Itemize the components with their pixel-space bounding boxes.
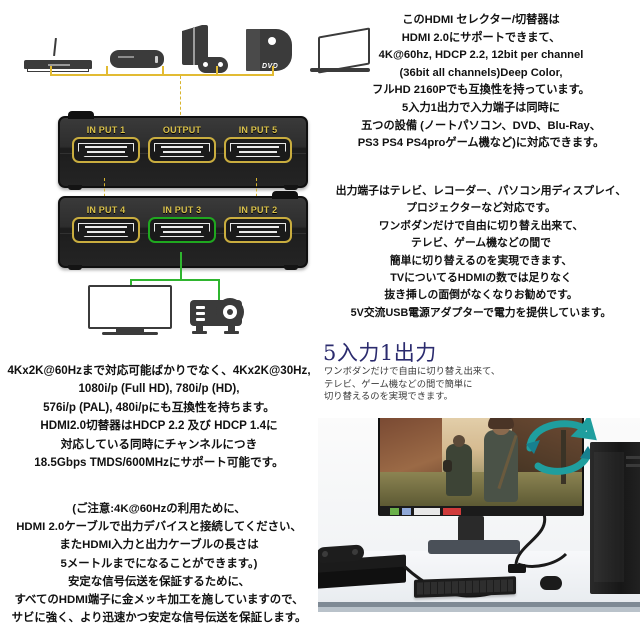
port-output[interactable]: OUTPUT (147, 125, 217, 163)
text-line: 4Kx2K@60Hzまで対応可能ばかりでなく、4Kx2K@30Hz, (7, 364, 311, 377)
projector-icon (190, 296, 248, 336)
case-foot-right (284, 185, 298, 190)
text-line: 抜き挿しの面倒がなくなりお勧めです。 (384, 289, 578, 302)
television-icon (88, 285, 172, 337)
text-line: TVについてるHDMIの数では足りなく (390, 272, 572, 285)
green-bus (130, 279, 220, 281)
case-foot-right (284, 265, 298, 270)
text-line: フルHD 2160Pでも互換性を持っています。 (372, 84, 590, 97)
monitor-base (428, 540, 520, 554)
hdmi-jack[interactable] (72, 217, 140, 243)
dvd-label: DVD (262, 63, 279, 70)
text-line: 5入力1出力で入力端子は同時に (402, 101, 560, 114)
text-line: 576i/p (PAL), 480i/pにも互換性を持ちます。 (43, 400, 275, 414)
hdmi-jack[interactable] (72, 137, 140, 163)
paragraph-top-right: このHDMI セレクター/切替器は HDMI 2.0にサポートできまて、 4K@… (322, 12, 640, 153)
text-line: 対応している同時にチャンネルにつき (60, 437, 258, 451)
keyboard (414, 576, 516, 598)
text-line: 1080i/p (Full HD), 780i/p (HD), (78, 382, 240, 396)
port-label: IN PUT 1 (86, 125, 126, 135)
monitor-osd-strip (390, 507, 461, 516)
playstation-icon (182, 25, 228, 73)
dvd-disc-icon: DVD (246, 29, 292, 73)
text-line: (36bit all channels)Deep Color, (399, 66, 563, 79)
text-line: 簡単に切り替えるのを実現できます、 (389, 254, 573, 267)
green-drop-projector (218, 279, 220, 301)
green-drop-tv (130, 279, 132, 289)
bus-drop-4 (216, 66, 218, 76)
text-line: テレビ、ゲーム機などの間で (410, 237, 552, 250)
switch-arrows-icon (526, 418, 597, 475)
router-icon (24, 37, 92, 72)
text-line: 出力端子はテレビ、レコーダー、パソコン用ディスプレイ、 (335, 185, 627, 197)
bus-to-output-dashed (180, 76, 181, 120)
port-input-2[interactable]: IN PUT 2 (223, 205, 293, 243)
text-line: このHDMI セレクター/切替器は (402, 14, 560, 26)
mouse (540, 576, 562, 590)
monitor-bottom-bezel (380, 506, 582, 516)
monitor-neck (458, 516, 484, 542)
text-line: HDMI 2.0にサポートできまて、 (401, 31, 561, 44)
port-input-5[interactable]: IN PUT 5 (223, 125, 293, 163)
port-label: IN PUT 5 (238, 125, 278, 135)
hdmi-switch-hub (508, 564, 526, 573)
text-line: 切り替えるのを実現できます。 (324, 391, 453, 403)
hdmi-jack[interactable] (148, 137, 216, 163)
text-line: ワンボダンだけで自由に切り替え出来て、 (378, 219, 584, 232)
port-input-4[interactable]: IN PUT 4 (71, 205, 141, 243)
text-line: テレビ、ゲーム機などの間で簡単に (324, 378, 473, 390)
text-line: サビに強く、より迅速かつ安定な信号伝送を保証します。 (11, 612, 307, 625)
source-device-row: DVD (24, 22, 370, 74)
feature-heading-title: 5入力1出力 (323, 341, 437, 365)
text-line: またHDMI入力と出力ケーブルの長さは (59, 539, 259, 552)
paragraph-mid-right: 出力端子はテレビ、レコーダー、パソコン用ディスプレイ、 プロジェクターなど対応で… (322, 183, 640, 322)
hdmi-jack-active[interactable] (148, 217, 216, 243)
text-line: HDMI 2.0ケーブルで出力デバイスと接続してください、 (16, 521, 302, 534)
case-foot-left (68, 185, 82, 190)
text-line: すべてのHDMI端子に金メッキ加工を施していますので、 (14, 594, 304, 607)
green-drop-main (180, 252, 182, 280)
port-label: IN PUT 3 (162, 205, 202, 215)
photo-floor (318, 612, 640, 640)
desk-setup-photo (318, 418, 640, 640)
bus-drop-5 (272, 66, 274, 76)
text-line: 安定な信号伝送を保証するために、 (68, 575, 250, 588)
text-line: 18.5Gbps TMDS/600MHzにサポート可能です。 (34, 456, 284, 470)
text-line: 5メートルまでになることができます。) (60, 557, 258, 570)
bus-drop-2 (106, 66, 108, 76)
paragraph-bottom-left: (ご注意:4K@60Hzの利用ために、 HDMI 2.0ケーブルで出力デバイスと… (0, 500, 318, 627)
link-in1-to-in4 (104, 178, 105, 202)
hdmi-switcher-bottom-view: IN PUT 4 IN PUT 3 IN PUT 2 (58, 191, 308, 270)
case-foot-left (68, 265, 82, 270)
port-input-1[interactable]: IN PUT 1 (71, 125, 141, 163)
text-line: 5V交流USB電源アダプターで電力を提供しています。 (350, 306, 612, 319)
text-line: HDMI2.0切替器はHDCP 2.2 及び HDCP 1.4に (40, 419, 278, 433)
hdmi-jack[interactable] (224, 217, 292, 243)
feature-heading-subtitle: ワンボダンだけで自由に切り替え出来て、 テレビ、ゲーム機などの間で簡単に 切り替… (324, 366, 584, 404)
photo-desk-edge (318, 606, 640, 612)
link-in5-to-in2 (256, 178, 257, 202)
top-case-nub-left (68, 111, 94, 119)
text-line: (ご注意:4K@60Hzの利用ために、 (72, 503, 246, 515)
bus-drop-3 (162, 66, 164, 76)
port-label: IN PUT 4 (86, 205, 126, 215)
pc-tower (590, 442, 640, 594)
text-line: プロジェクターなど対応です。 (406, 202, 556, 215)
text-line: 五つの設備 (ノートパソコン、DVD、Blu-Ray、 (361, 119, 601, 132)
text-line: 4K@60hz, HDCP 2.2, 12bit per channel (378, 49, 584, 62)
laptop-icon (310, 27, 370, 74)
text-line: PS3 PS4 PS4proゲーム機など)に対応できます。 (357, 137, 605, 150)
port-label: OUTPUT (162, 125, 202, 135)
bus-drop-1 (50, 66, 52, 76)
port-input-3[interactable]: IN PUT 3 (147, 205, 217, 243)
hdmi-jack[interactable] (224, 137, 292, 163)
hdmi-switcher-top-view: IN PUT 1 OUTPUT IN PUT 5 (58, 111, 308, 190)
port-label: IN PUT 2 (238, 205, 278, 215)
photo-floor-shadow (318, 602, 640, 607)
bottom-case-nub-right (272, 191, 298, 199)
cable-box-icon (110, 50, 164, 68)
paragraph-mid-left: 4Kx2K@60Hzまで対応可能ばかりでなく、4Kx2K@30Hz, 1080i… (0, 362, 318, 472)
text-line: ワンボダンだけで自由に切り替え出来て、 (324, 366, 501, 377)
